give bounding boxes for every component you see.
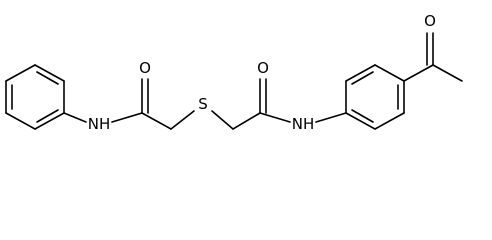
nitrogen-atom-right: NH (292, 115, 315, 133)
bond (315, 112, 347, 123)
bond (345, 64, 376, 82)
oxygen-atom-left: O (139, 59, 151, 77)
nitrogen-atom-left: NH (88, 115, 111, 133)
bond (374, 64, 405, 82)
double-bond-inner (351, 109, 374, 123)
oxygen-atom-acetyl: O (424, 12, 436, 30)
bond (211, 110, 234, 130)
molecule-structure: O NH S O NH O (5, 12, 463, 133)
bond (259, 112, 291, 123)
sulfur-atom: S (198, 95, 208, 113)
phenyl-ring-right (345, 64, 405, 130)
oxygen-atom-middle: O (257, 59, 269, 77)
double-bond-inner (351, 71, 374, 85)
bond (63, 112, 87, 123)
double-bond-inner (36, 109, 59, 123)
bond (232, 112, 261, 130)
bond (345, 112, 376, 130)
bond (374, 112, 405, 130)
bond (5, 64, 36, 82)
bond (141, 112, 172, 130)
bond (403, 64, 434, 82)
methyl-bond (432, 64, 463, 82)
phenyl-ring-left (5, 64, 65, 130)
bond (5, 112, 36, 130)
bond (111, 112, 143, 123)
double-bond-inner (36, 71, 59, 85)
bond (34, 112, 65, 130)
bond (170, 110, 195, 130)
bond (34, 64, 65, 82)
